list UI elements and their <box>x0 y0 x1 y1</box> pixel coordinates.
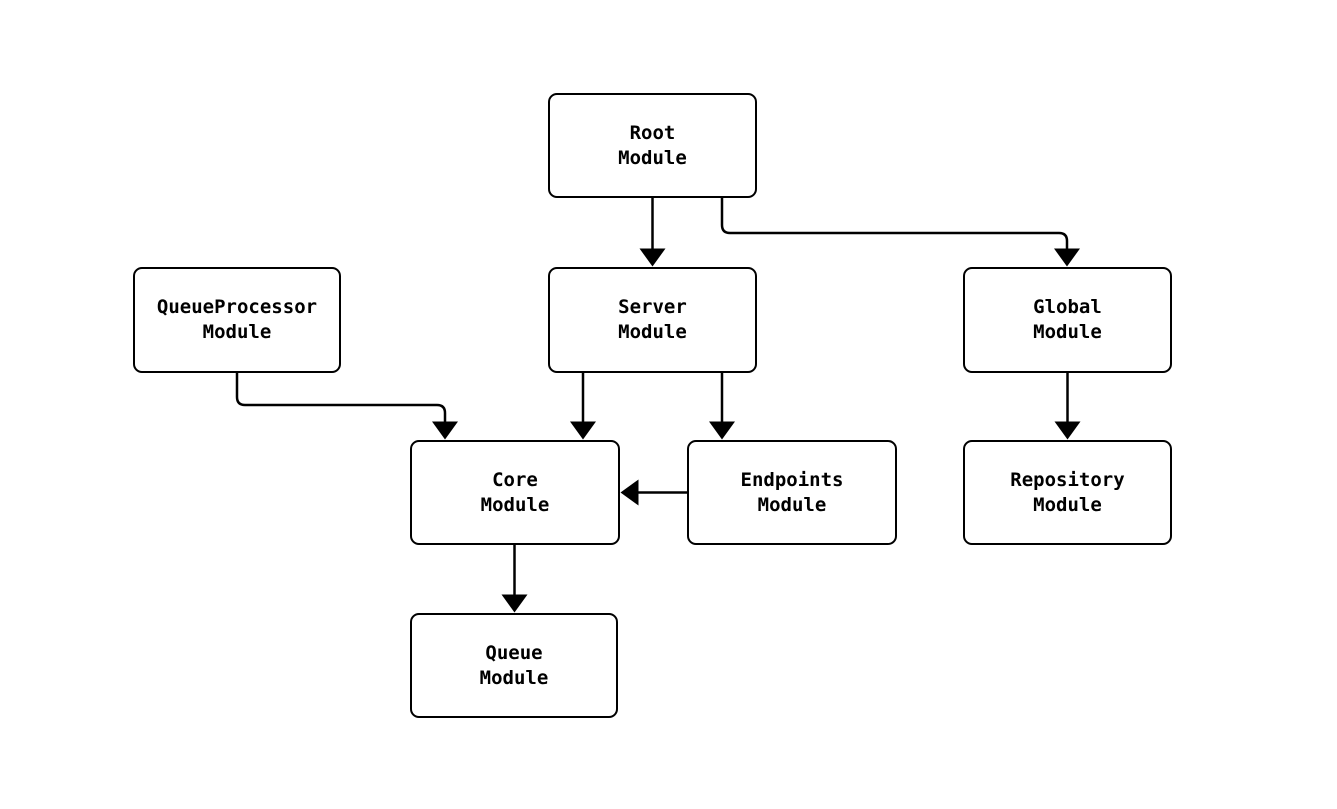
node-server-module: Server Module <box>548 267 757 373</box>
node-label: Module <box>618 321 687 343</box>
edge-queueprocessor-to-core <box>235 373 458 440</box>
node-global-module: Global Module <box>963 267 1172 373</box>
node-repository-module: Repository Module <box>963 440 1172 545</box>
node-core-module: Core Module <box>410 440 620 545</box>
node-queueprocessor-module: QueueProcessor Module <box>133 267 341 373</box>
node-label: Server <box>618 296 687 318</box>
node-label: Global <box>1033 296 1102 318</box>
node-label: Endpoints <box>740 468 844 491</box>
node-label: Module <box>1033 321 1102 343</box>
edge-root-to-global <box>720 198 1080 267</box>
node-label: Module <box>1033 493 1102 516</box>
node-label: Repository <box>1010 468 1125 491</box>
node-label: Module <box>479 666 549 689</box>
node-label: Queue <box>485 641 543 664</box>
node-label: QueueProcessor <box>156 296 318 318</box>
node-endpoints-module: Endpoints Module <box>687 440 897 545</box>
node-label: Module <box>757 493 827 516</box>
node-root-module: Root Module <box>548 93 757 198</box>
node-queue-module: Queue Module <box>410 613 618 718</box>
node-label: Module <box>618 146 687 169</box>
node-label: Module <box>480 493 550 516</box>
node-label: Module <box>202 321 272 343</box>
node-label: Root <box>629 121 676 144</box>
node-label: Core <box>492 468 538 491</box>
